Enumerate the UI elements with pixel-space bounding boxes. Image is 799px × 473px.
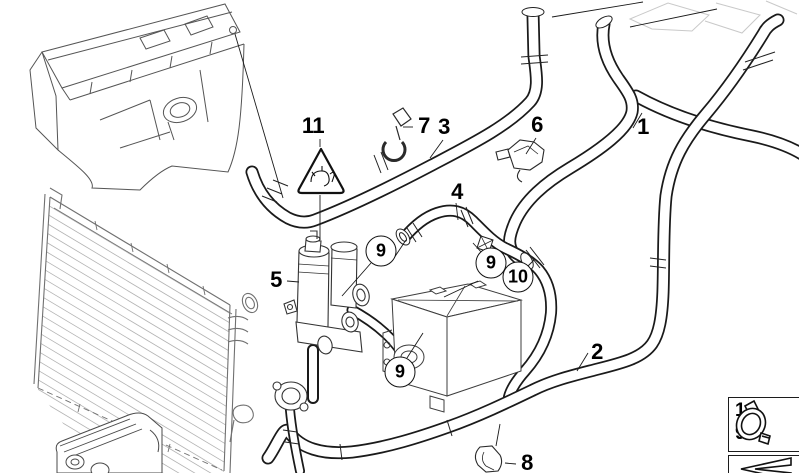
callout-11[interactable]: 11 (301, 113, 325, 138)
engine-sketch (29, 3, 245, 191)
callout-7[interactable]: 7 (418, 113, 430, 138)
hose-layer (245, 7, 799, 473)
callout-4[interactable]: 4 (451, 179, 463, 204)
clamp-part-6 (495, 139, 545, 183)
callout-9b[interactable]: 9 (475, 247, 507, 279)
callout-9a[interactable]: 9 (365, 235, 397, 267)
auxiliary-pump (382, 280, 523, 413)
clamp-part-7 (381, 107, 412, 162)
thermostat-flange (272, 381, 309, 412)
leader-lines (234, 1, 718, 465)
callout-9c[interactable]: 9 (384, 356, 416, 388)
water-valve (283, 230, 370, 355)
callout-10[interactable]: 10 (502, 261, 534, 293)
callout-1[interactable]: 1 (637, 114, 649, 139)
clamp-part-8 (474, 445, 503, 473)
oil-cooler (55, 412, 163, 473)
callout-2[interactable]: 2 (591, 339, 603, 364)
callout-5[interactable]: 5 (270, 267, 282, 292)
legend-clamp-box[interactable]: 10 9 (728, 397, 799, 452)
body-outline-sketch (628, 0, 798, 34)
warning-triangle-icon (297, 147, 345, 195)
callout-6[interactable]: 6 (531, 112, 543, 137)
legend-direction-box (728, 455, 799, 473)
callout-3[interactable]: 3 (438, 114, 450, 139)
callout-8[interactable]: 8 (521, 450, 533, 473)
hose-clamp-icon (735, 399, 771, 446)
arrow-left-icon (740, 457, 792, 473)
